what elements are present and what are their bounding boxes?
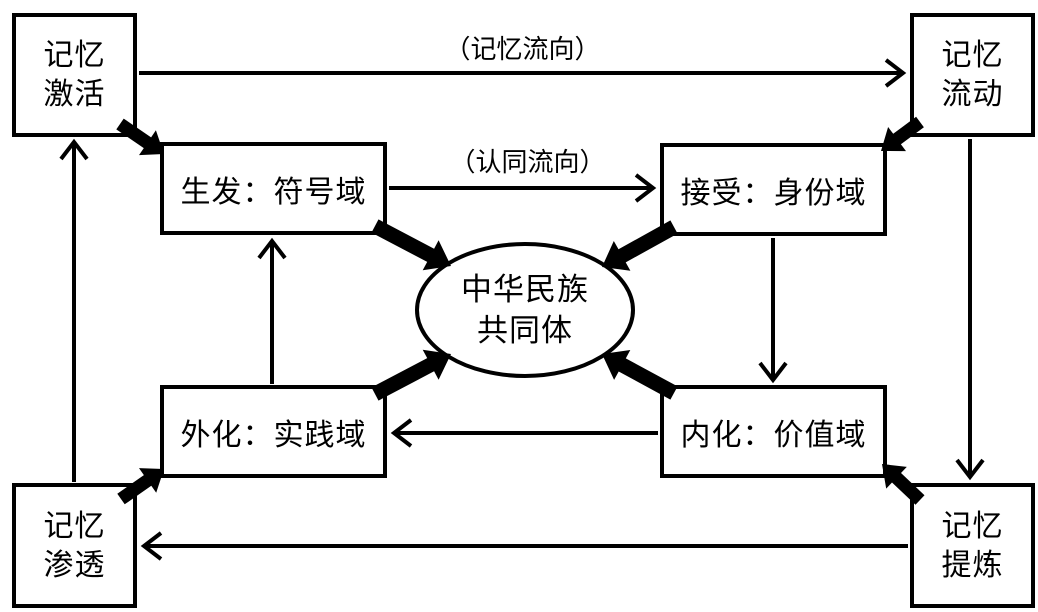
box-memory-refinement-line2: 提炼 [941, 548, 1004, 582]
center-ellipse-text: 中华民族 共同体 [417, 245, 633, 375]
center-ellipse [415, 242, 635, 378]
box-practice-domain-label: 外化：实践域 [180, 418, 367, 452]
thick-arrow-flow-to-identity [881, 116, 924, 152]
box-memory-activation: 记忆 激活 [12, 13, 137, 137]
thick-arrow-penetration-to-practice [117, 468, 164, 505]
thick-arrow-practice-to-center [371, 349, 451, 401]
box-memory-penetration-line1: 记忆 [43, 509, 106, 543]
box-memory-refinement-line1: 记忆 [941, 509, 1004, 543]
box-memory-refinement: 记忆 提炼 [910, 483, 1035, 608]
box-symbol-domain: 生发：符号域 [160, 142, 387, 235]
box-memory-penetration-line2: 渗透 [43, 548, 106, 582]
box-memory-flow: 记忆 流动 [910, 13, 1035, 137]
box-identity-domain-label: 接受：身份域 [680, 176, 867, 210]
box-practice-domain: 外化：实践域 [160, 385, 387, 478]
center-line2: 共同体 [477, 313, 573, 348]
label-identity-flow-direction: （认同流向） [449, 148, 606, 177]
box-memory-penetration: 记忆 渗透 [12, 483, 137, 608]
label-memory-flow-direction: （记忆流向） [444, 35, 601, 64]
box-value-domain-label: 内化：价值域 [680, 418, 867, 452]
thick-arrow-value-to-center [602, 350, 678, 400]
box-symbol-domain-label: 生发：符号域 [180, 175, 367, 209]
box-memory-flow-line2: 流动 [941, 78, 1004, 111]
thick-arrow-refinement-to-value [882, 464, 925, 505]
box-identity-domain: 接受：身份域 [660, 143, 887, 236]
thick-arrow-group [116, 116, 925, 505]
box-memory-activation-line2: 激活 [43, 78, 106, 111]
thick-arrow-symbol-to-center [371, 219, 451, 271]
thick-arrow-identity-to-center [602, 220, 678, 271]
box-memory-flow-line1: 记忆 [941, 39, 1004, 72]
box-value-domain: 内化：价值域 [660, 385, 887, 478]
thick-arrow-activation-to-symbol [116, 118, 164, 156]
center-line1: 中华民族 [461, 272, 589, 307]
box-memory-activation-line1: 记忆 [43, 39, 106, 72]
